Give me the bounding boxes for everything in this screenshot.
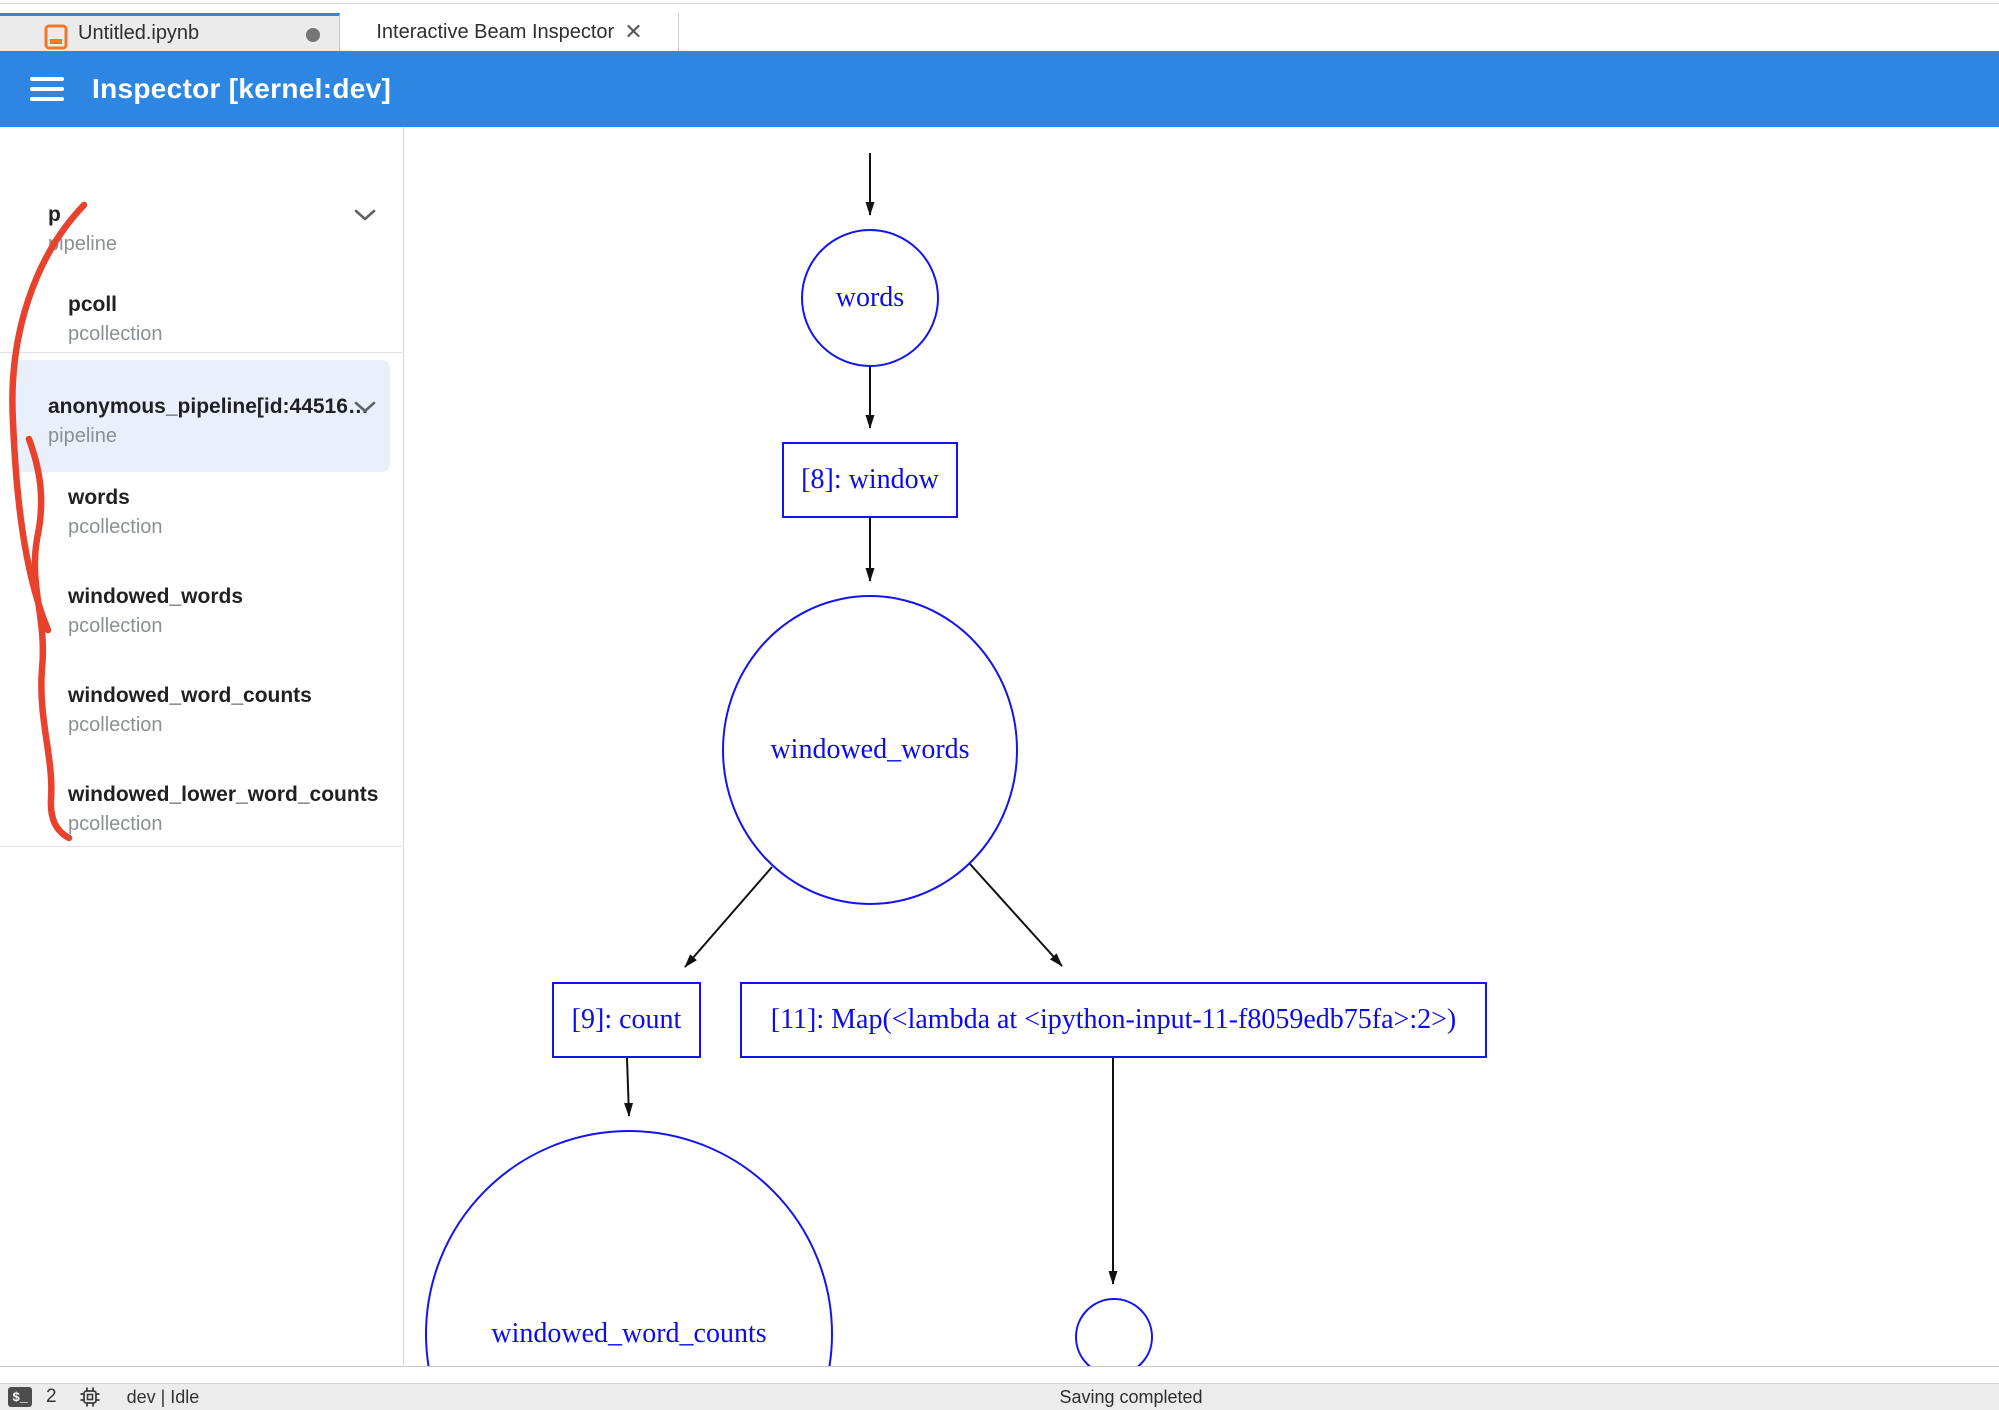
node-label: windowed_words [770,734,970,765]
sidebar-item-windowed-words[interactable]: windowed_words pcollection [68,585,244,637]
close-icon[interactable]: ✕ [624,19,643,44]
graph-node-words[interactable]: words [801,229,939,367]
graph-node-output-pcollection[interactable] [1075,1298,1153,1366]
tab-interactive-beam-inspector[interactable]: Interactive Beam Inspector ✕ [341,13,679,51]
graph-node-count-transform[interactable]: [9]: count [552,982,701,1058]
tab-label: Untitled.ipynb [78,22,200,44]
chevron-down-icon[interactable] [352,207,378,228]
terminal-icon[interactable]: $_ [8,1387,32,1407]
kernel-status[interactable]: dev | Idle [126,1386,200,1407]
pipeline-sidebar: p pipeline pcoll pcollection anonymous_p… [0,127,404,1367]
sidebar-item-pcoll[interactable]: pcoll pcollection [68,293,163,345]
bug-icon[interactable] [79,1386,101,1408]
sidebar-item-words[interactable]: words pcollection [68,486,163,538]
unsaved-changes-dot-icon [306,28,320,42]
chevron-down-icon[interactable] [352,399,378,420]
inspector-header: Inspector [kernel:dev] [0,51,1999,127]
notebook-icon [44,24,68,55]
node-label: words [835,282,905,313]
graph-node-windowed-words[interactable]: windowed_words [722,595,1018,905]
status-bar: $_ 2 dev | Idle Saving completed [0,1383,1999,1410]
node-label: windowed_word_counts [491,1318,767,1349]
node-label: [11]: Map(<lambda at <ipython-input-11-f… [770,1004,1457,1035]
sidebar-item-pipeline-p[interactable]: p pipeline [0,203,452,256]
node-label: [9]: count [571,1004,682,1035]
hamburger-menu-icon[interactable] [30,77,64,101]
node-label: [8]: window [801,464,939,495]
terminal-count[interactable]: 2 [46,1386,57,1407]
sidebar-item-anonymous-pipeline[interactable]: anonymous_pipeline[id:44516… pipeline [0,395,452,448]
panel-bottom-border [0,1366,1999,1367]
sidebar-item-windowed-word-counts[interactable]: windowed_word_counts pcollection [68,684,312,736]
save-status-message: Saving completed [1059,1386,1203,1407]
sidebar-divider [0,846,404,847]
sidebar-item-windowed-lower-word-counts[interactable]: windowed_lower_word_counts pcollection [68,783,379,835]
sidebar-divider [0,352,404,353]
graph-edges [624,153,1118,1285]
pipeline-graph-panel: words [8]: window windowed_words [9]: co… [405,127,1999,1366]
graph-node-map-lambda-transform[interactable]: [11]: Map(<lambda at <ipython-input-11-f… [740,982,1487,1058]
graph-node-window-transform[interactable]: [8]: window [782,442,958,518]
window-top-border [0,3,1999,4]
page-title: Inspector [kernel:dev] [92,73,392,104]
tab-untitled-notebook[interactable]: Untitled.ipynb [0,13,340,51]
dock-tab-bar: Untitled.ipynb Interactive Beam Inspecto… [0,13,1999,51]
tab-label: Interactive Beam Inspector [376,20,615,43]
